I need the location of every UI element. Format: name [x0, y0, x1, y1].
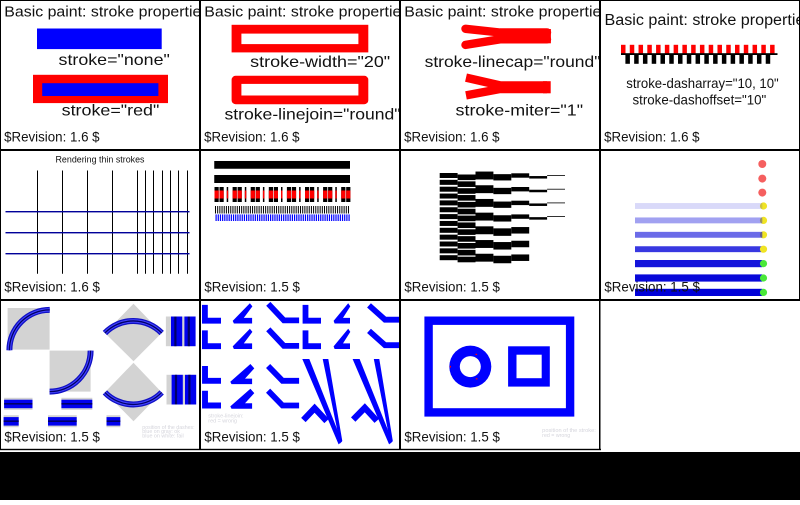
svg-text:$Revision: 1.5 $: $Revision: 1.5 $ — [204, 279, 300, 295]
svg-text:red = wrong: red = wrong — [542, 433, 570, 439]
svg-text:stroke-linejoin="round": stroke-linejoin="round" — [225, 107, 401, 124]
svg-text:$Revision: 1.5 $: $Revision: 1.5 $ — [204, 429, 300, 445]
svg-text:stroke-dasharray="10, 10": stroke-dasharray="10, 10" — [626, 75, 779, 91]
svg-text:$Revision: 1.5 $: $Revision: 1.5 $ — [404, 279, 500, 295]
svg-text:Rendering thin strokes: Rendering thin strokes — [56, 155, 146, 165]
svg-text:$Revision: 1.5 $: $Revision: 1.5 $ — [404, 429, 500, 445]
svg-text:stroke="none": stroke="none" — [59, 52, 170, 69]
svg-text:$Revision: 1.6 $: $Revision: 1.6 $ — [204, 129, 300, 145]
svg-text:Basic paint: stroke properties: Basic paint: stroke properties — [204, 5, 409, 21]
svg-text:stroke-miter="1": stroke-miter="1" — [456, 103, 584, 120]
svg-text:Basic paint: stroke properties: Basic paint: stroke properties — [605, 12, 800, 29]
svg-text:stroke-dashoffset="10": stroke-dashoffset="10" — [633, 92, 767, 108]
svg-text:$Revision: 1.5 $: $Revision: 1.5 $ — [4, 429, 100, 445]
svg-text:stroke-linecap="round": stroke-linecap="round" — [425, 54, 601, 71]
svg-text:blue on white: fail: blue on white: fail — [142, 434, 183, 440]
svg-text:stroke-width="20": stroke-width="20" — [250, 54, 390, 71]
svg-text:Basic paint: stroke properties: Basic paint: stroke properties — [404, 5, 609, 21]
svg-text:$Revision: 1.6 $: $Revision: 1.6 $ — [404, 129, 500, 145]
svg-text:Basic paint: stroke properties: Basic paint: stroke properties — [4, 5, 209, 21]
svg-text:stroke="red": stroke="red" — [62, 102, 160, 119]
svg-text:$Revision: 1.5 $: $Revision: 1.5 $ — [604, 279, 700, 295]
svg-text:$Revision: 1.6 $: $Revision: 1.6 $ — [604, 129, 700, 145]
svg-text:red = wrong: red = wrong — [208, 419, 237, 425]
svg-text:$Revision: 1.6 $: $Revision: 1.6 $ — [4, 279, 100, 295]
svg-text:$Revision: 1.6 $: $Revision: 1.6 $ — [4, 129, 100, 145]
